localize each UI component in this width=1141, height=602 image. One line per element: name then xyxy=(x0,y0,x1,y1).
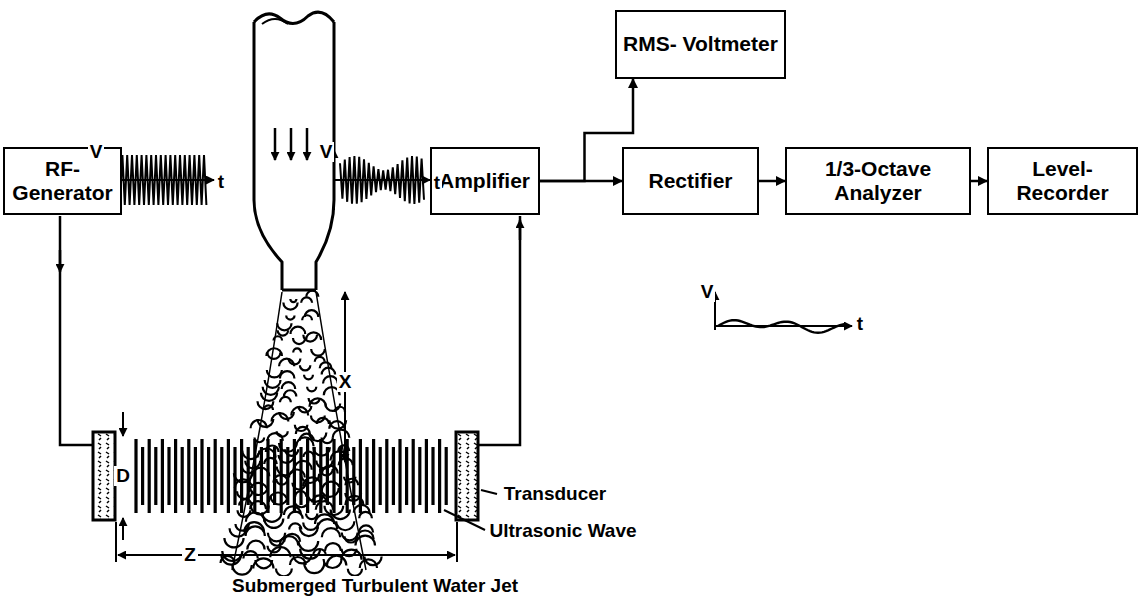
annotation-label: Submerged Turbulent Water Jet xyxy=(230,576,520,597)
annotation-label: X xyxy=(337,372,354,393)
box-label: RMS- Voltmeter xyxy=(623,32,778,56)
flow-arrows xyxy=(275,128,307,160)
box-label: Rectifier xyxy=(648,169,732,193)
signal-connector xyxy=(759,180,785,183)
box-label: Amplifier xyxy=(439,169,530,193)
signal-wires xyxy=(60,216,520,445)
annotation-label: t xyxy=(855,314,865,335)
instrument-box: Level- Recorder xyxy=(987,147,1138,215)
annotation-label: V xyxy=(699,282,716,303)
instrument-box: 1/3-Octave Analyzer xyxy=(785,147,971,215)
instrument-box: Rectifier xyxy=(622,147,759,215)
annotation-label: V xyxy=(88,142,105,163)
annotation-label: D xyxy=(114,466,132,487)
annotation-label: t xyxy=(432,173,442,194)
signal-connector xyxy=(540,79,634,181)
ultrasonic-wave xyxy=(136,439,446,513)
box-label: RF- Generator xyxy=(5,157,120,205)
annotation-label: Ultrasonic Wave xyxy=(487,521,638,542)
box-label: 1/3-Octave Analyzer xyxy=(787,157,969,205)
annotation-label: V xyxy=(318,142,335,163)
dimension-lines xyxy=(116,292,497,562)
transducer-right xyxy=(456,432,478,520)
turbulent-jet xyxy=(221,291,382,577)
instrument-box: Amplifier xyxy=(430,147,540,215)
box-label: Level- Recorder xyxy=(989,157,1136,205)
annotation-label: Transducer xyxy=(502,484,608,505)
annotation-label: Z xyxy=(182,545,198,566)
annotation-label: t xyxy=(216,172,226,193)
signal-connector xyxy=(971,180,987,183)
nozzle xyxy=(254,12,334,290)
instrument-box: RMS- Voltmeter xyxy=(615,10,786,79)
transducer-left xyxy=(93,432,115,520)
